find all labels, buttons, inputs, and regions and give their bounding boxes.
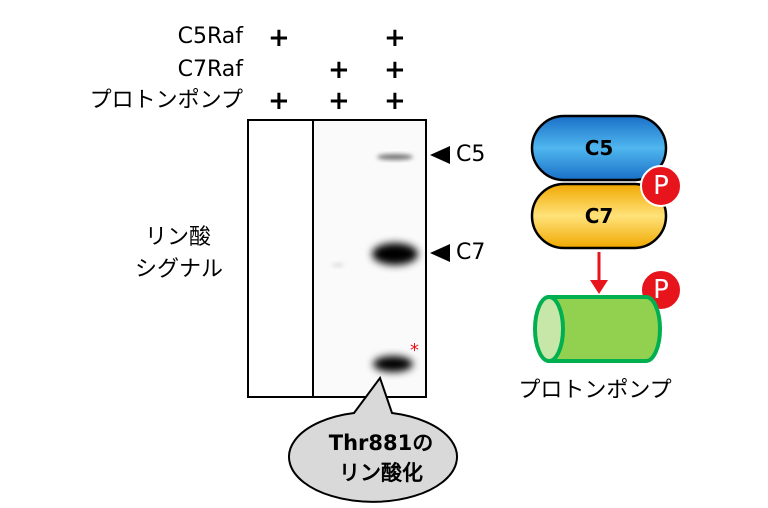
c5-pill bbox=[530, 114, 668, 182]
c7-label: C7 bbox=[584, 204, 614, 228]
blot-panel-1 bbox=[247, 119, 314, 398]
band-label-c5-text: C5 bbox=[456, 142, 486, 167]
left-triangle-icon bbox=[430, 244, 450, 262]
plus-c5raf-lane1: + bbox=[268, 23, 290, 53]
band-lower bbox=[373, 356, 413, 372]
band-c7 bbox=[372, 243, 418, 265]
plus-pump-lane3: + bbox=[384, 86, 406, 116]
c5-label: C5 bbox=[584, 136, 614, 160]
band-label-c5: C5 bbox=[430, 142, 485, 168]
plus-c5raf-lane3: + bbox=[384, 23, 406, 53]
phospho-label-pump: P bbox=[653, 275, 669, 305]
plus-c7raf-lane2: + bbox=[328, 55, 350, 85]
band-c5 bbox=[377, 154, 413, 160]
callout-line1: Thr881の bbox=[328, 431, 434, 455]
pump-cylinder-end bbox=[533, 295, 565, 363]
pump-cylinder-body bbox=[547, 295, 662, 363]
c7-pill bbox=[530, 182, 668, 250]
plus-pump-lane2: + bbox=[328, 86, 350, 116]
callout-line2: リン酸化 bbox=[339, 461, 423, 485]
phospho-circle-c7 bbox=[640, 165, 682, 207]
plus-c7raf-lane3: + bbox=[384, 55, 406, 85]
pump-label: プロトンポンプ bbox=[518, 378, 672, 403]
phospho-label-c7: P bbox=[653, 171, 669, 201]
row-label-c7raf: C7Raf bbox=[177, 57, 243, 82]
plus-pump-lane1: + bbox=[268, 86, 290, 116]
y-label-line2: シグナル bbox=[135, 257, 224, 282]
band-label-c7: C7 bbox=[430, 240, 485, 266]
arrow-head bbox=[590, 280, 608, 294]
callout-text: Thr881の リン酸化 bbox=[297, 428, 465, 488]
band-c7-faint bbox=[332, 263, 344, 267]
row-label-c5raf: C5Raf bbox=[177, 24, 243, 49]
y-label-line1: リン酸 bbox=[145, 225, 212, 250]
callout-bubble bbox=[288, 375, 458, 503]
asterisk-mark: * bbox=[410, 340, 419, 361]
left-triangle-icon bbox=[430, 146, 450, 164]
band-label-c7-text: C7 bbox=[456, 240, 486, 265]
row-label-pump: プロトンポンプ bbox=[89, 88, 243, 113]
